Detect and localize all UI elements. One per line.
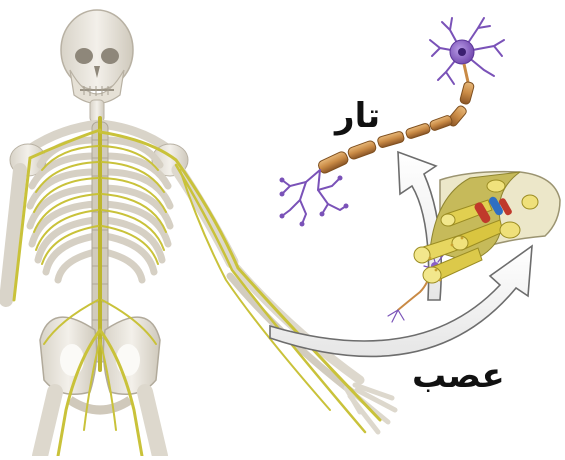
arrow-to-bundle <box>270 246 532 356</box>
fiber-label: تار <box>335 96 380 136</box>
nerve-label: عصب <box>412 356 505 396</box>
skeleton <box>6 10 395 456</box>
skull <box>61 10 133 104</box>
nerve-bundle <box>414 172 560 283</box>
